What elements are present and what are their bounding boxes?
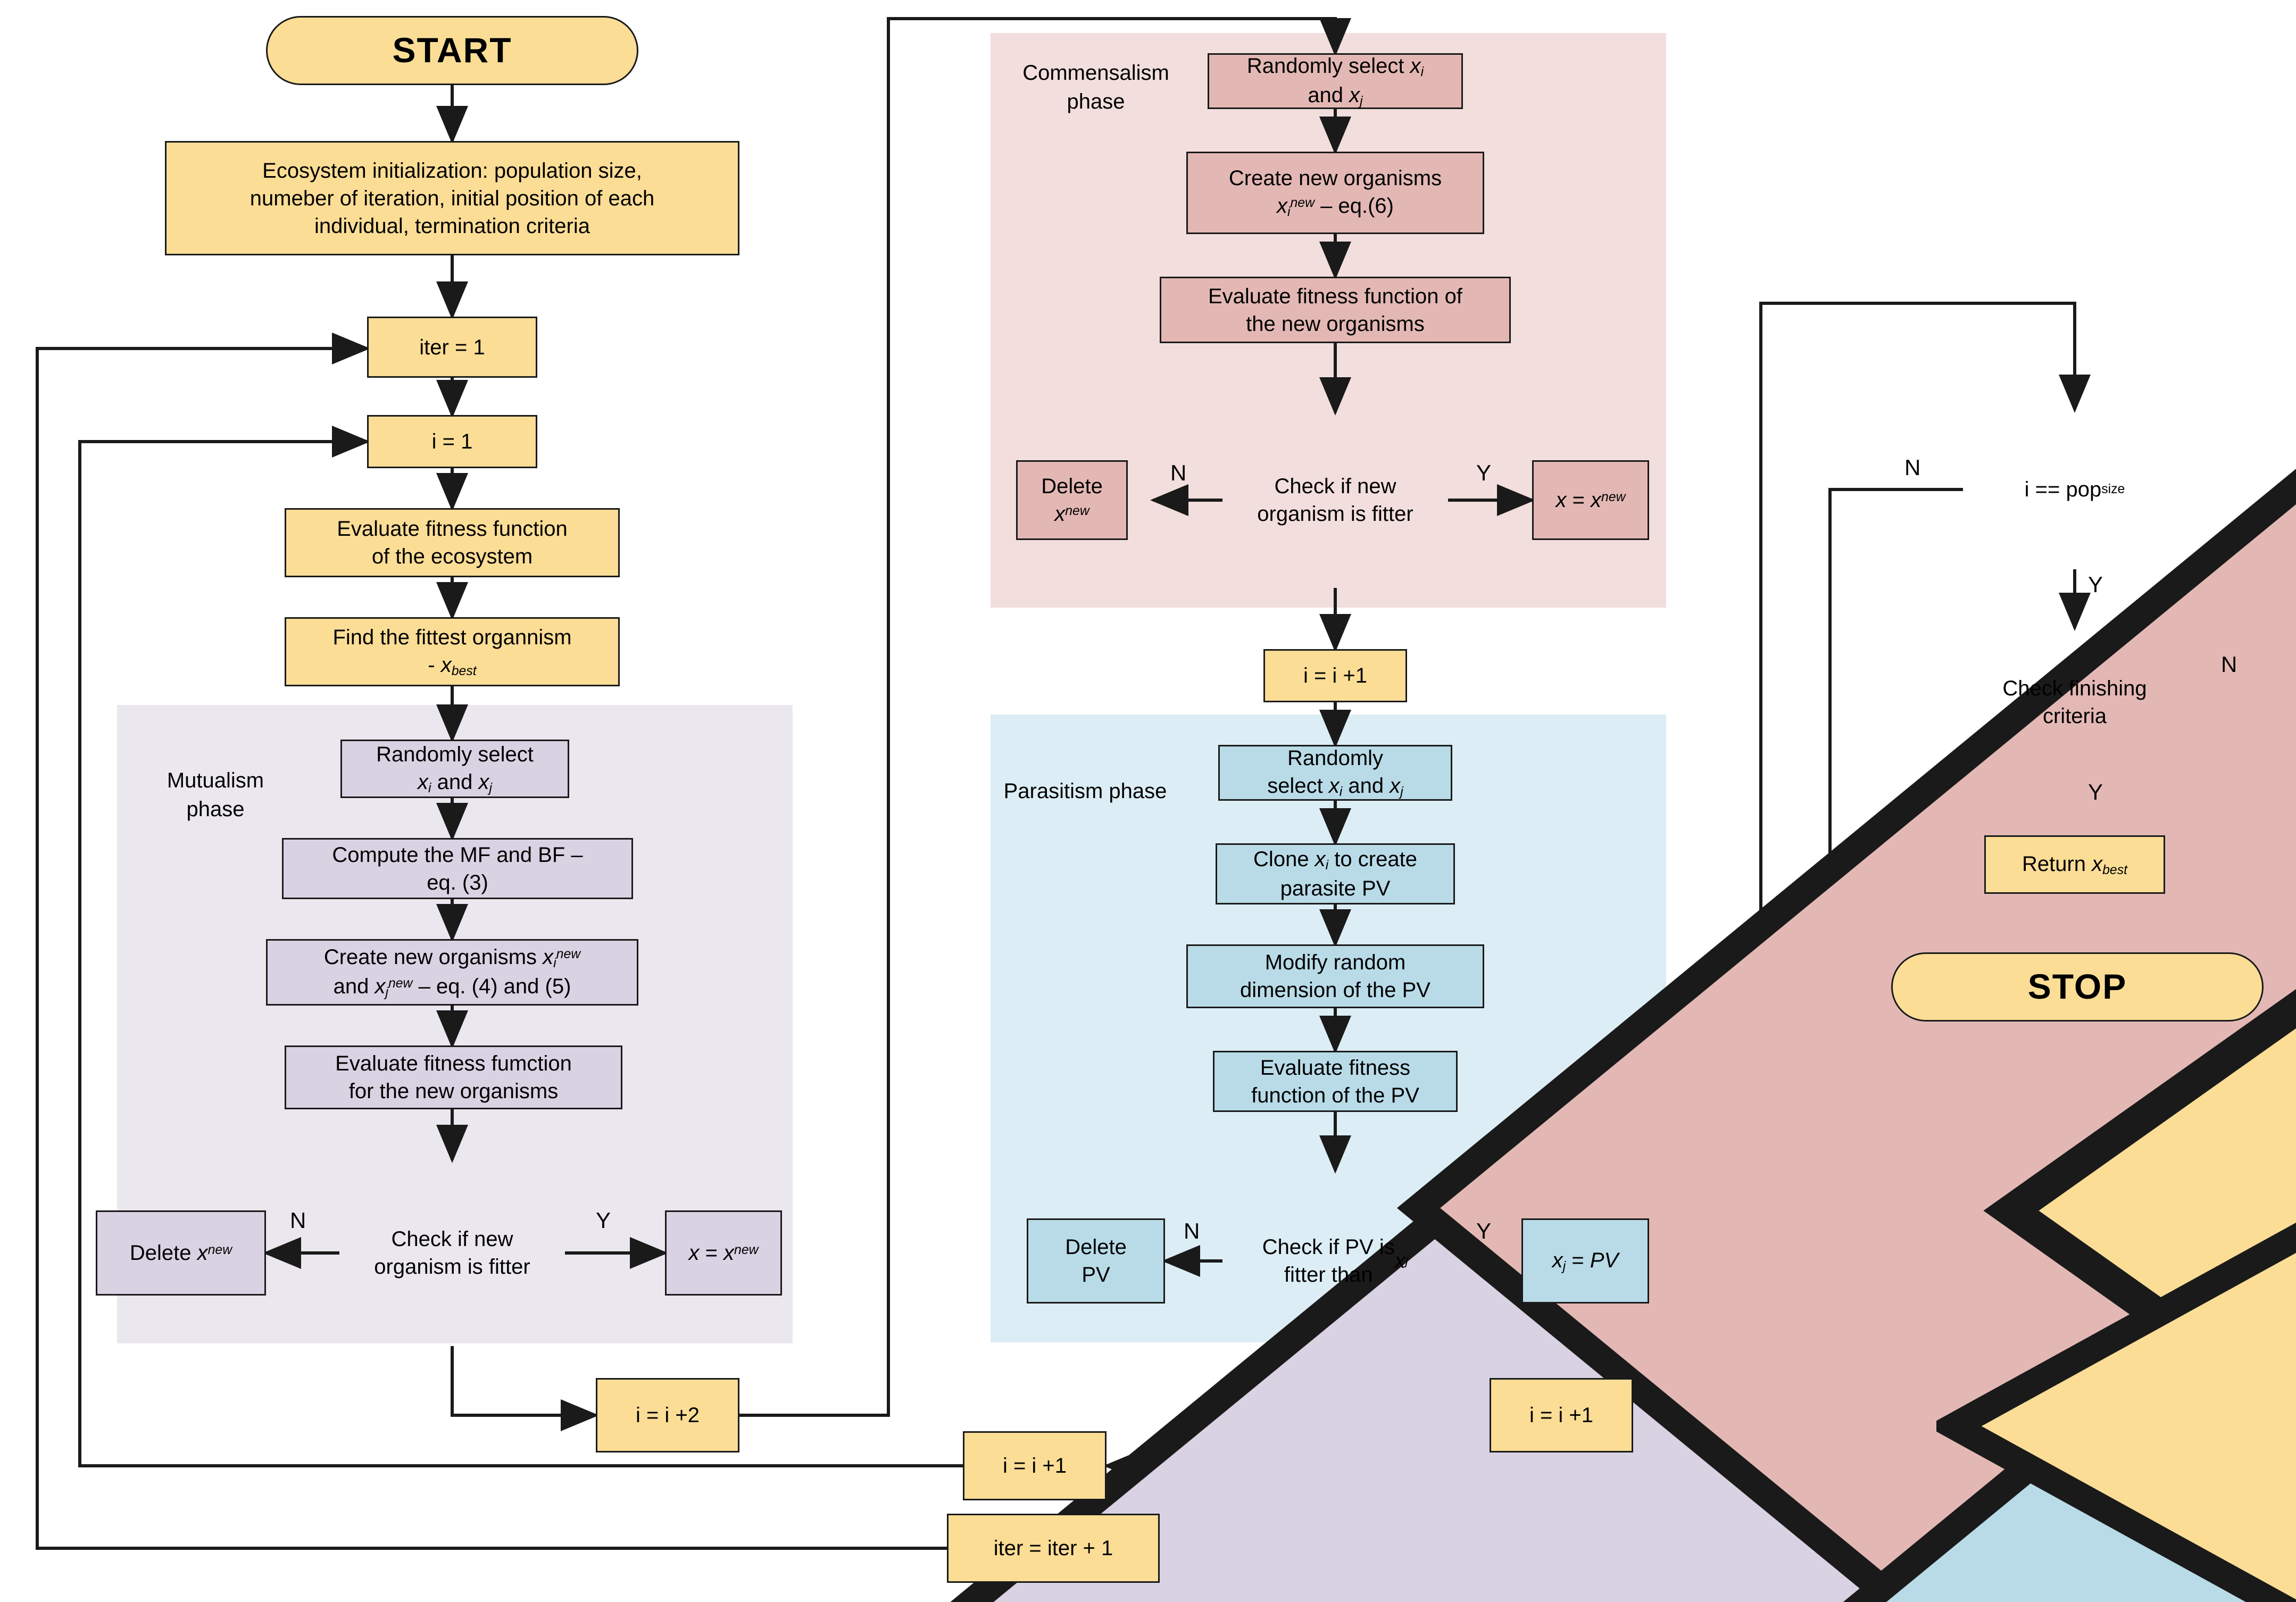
- iter-increment-box: iter = iter + 1: [947, 1514, 1160, 1583]
- popsize-yes-label: Y: [2088, 572, 2103, 597]
- parasitism-increment-box: i = i +1: [1490, 1378, 1633, 1452]
- mutualism-assign-text: x = xnew: [688, 1241, 759, 1265]
- popsize-no-label: N: [1904, 455, 1921, 480]
- commensalism-yes-label: Y: [1476, 460, 1492, 485]
- phase-label-commensalism: Commensalism phase: [1000, 59, 1192, 116]
- init-text: Ecosystem initialization: population siz…: [249, 159, 655, 238]
- i-init-box: i = 1: [367, 415, 537, 468]
- find-fittest-text: Find the fittest organnism- xbest: [332, 625, 572, 678]
- iter-increment-label: iter = iter + 1: [993, 1537, 1113, 1560]
- mutualism-line1: Mutualism: [167, 769, 264, 792]
- init-box: Ecosystem initialization: population siz…: [165, 141, 739, 255]
- finishing-yes-label: Y: [2088, 779, 2103, 804]
- parasitism-no-label: N: [1184, 1218, 1200, 1243]
- mutualism-no-label: N: [290, 1208, 306, 1233]
- commensalism-increment-box: i = i +1: [1263, 649, 1407, 702]
- parasitism-line1: Parasitism: [1003, 779, 1103, 803]
- mutualism-delete-text: Delete xnew: [129, 1241, 232, 1265]
- mutualism-mfbf-text: Compute the MF and BF –eq. (3): [332, 843, 583, 894]
- bottom-i-increment-box: i = i +1: [963, 1431, 1107, 1500]
- start-label: START: [392, 30, 512, 70]
- commensalism-assign-text: x = xnew: [1555, 488, 1626, 512]
- commensalism-line1: Commensalism: [1022, 61, 1169, 85]
- i-init-label: i = 1: [431, 430, 473, 453]
- mutualism-line2: phase: [186, 798, 245, 821]
- phase-label-parasitism: Parasitism phase: [1000, 777, 1170, 806]
- parasitism-increment-label: i = i +1: [1529, 1404, 1594, 1427]
- bottom-i-increment-label: i = i +1: [1002, 1454, 1067, 1478]
- mutualism-increment-box: i = i +2: [596, 1378, 739, 1452]
- parasitism-yes-label: Y: [1476, 1218, 1492, 1243]
- parasitism-assign-box: xj = PV: [1521, 1218, 1649, 1304]
- mutualism-mfbf-box: Compute the MF and BF –eq. (3): [282, 838, 633, 899]
- mutualism-delete-box: Delete xnew: [96, 1210, 266, 1296]
- phase-label-mutualism: Mutualism phase: [136, 766, 295, 824]
- mutualism-yes-label: Y: [596, 1208, 611, 1233]
- iter-init-label: iter = 1: [419, 335, 485, 359]
- mutualism-increment-label: i = i +2: [635, 1404, 700, 1427]
- parasitism-assign-text: xj = PV: [1552, 1248, 1619, 1274]
- commensalism-increment-label: i = i +1: [1303, 664, 1368, 687]
- stop-label: STOP: [2027, 967, 2127, 1007]
- find-fittest-box: Find the fittest organnism- xbest: [285, 617, 620, 686]
- commensalism-assign-box: x = xnew: [1532, 460, 1649, 540]
- return-best-box: Return xbest: [1984, 835, 2165, 894]
- mutualism-assign-box: x = xnew: [665, 1210, 782, 1296]
- stop-terminator: STOP: [1891, 952, 2264, 1022]
- commensalism-line2: phase: [1067, 90, 1125, 113]
- start-terminator: START: [266, 16, 638, 85]
- finishing-no-label: N: [2221, 652, 2237, 677]
- parasitism-line2: phase: [1109, 779, 1167, 803]
- return-best-text: Return xbest: [2022, 852, 2128, 877]
- iter-init-box: iter = 1: [367, 317, 537, 378]
- commensalism-no-label: N: [1170, 460, 1187, 485]
